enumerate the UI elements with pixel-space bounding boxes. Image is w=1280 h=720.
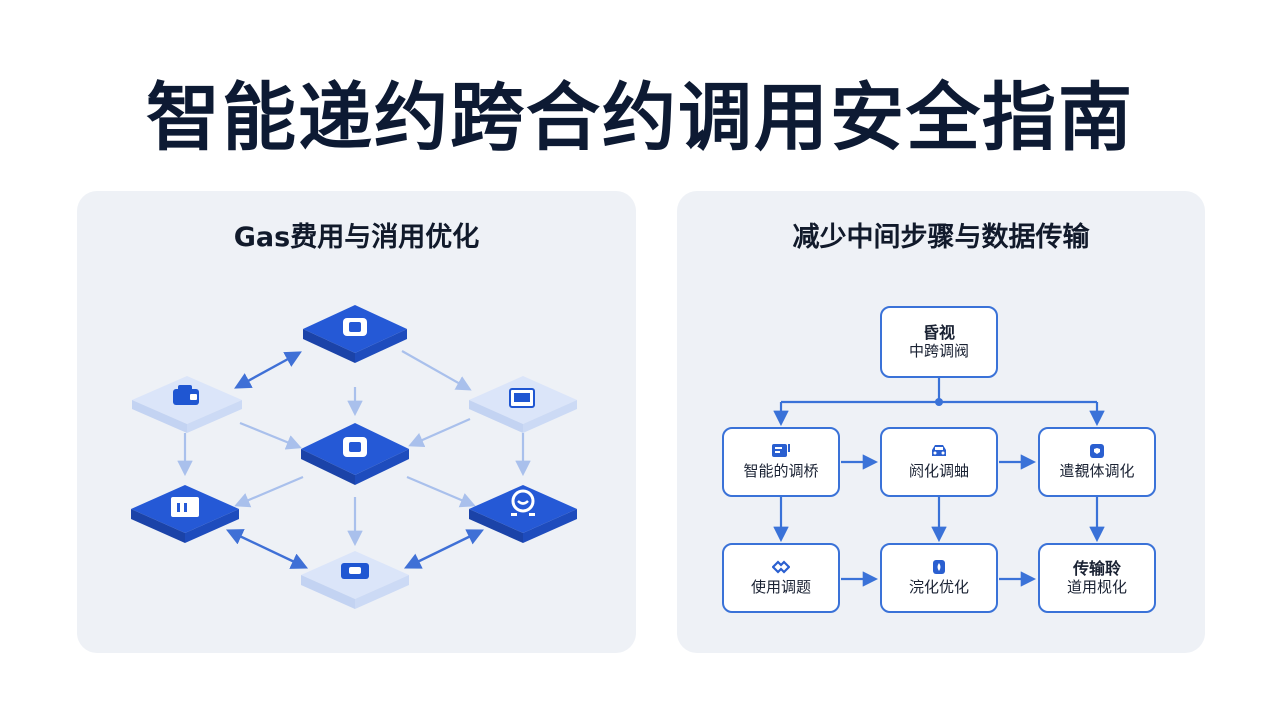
flow-node-row2-3: 传输聆 道用枧化 (1038, 543, 1156, 613)
flow-node-label: 智能的调桥 (743, 461, 819, 480)
wallet-icon (173, 385, 199, 405)
tile-bottom (301, 551, 409, 609)
flow-node-label: 使用调题 (750, 577, 811, 596)
chip-icon (343, 318, 367, 336)
light-connectors (177, 350, 531, 547)
refresh-icon (511, 489, 535, 516)
tile-top (303, 305, 407, 363)
flow-node-top-line2: 中跨调阀 (908, 342, 969, 360)
tile-right (469, 376, 577, 433)
data-transfer-panel: 减少中间步骤与数据传输 昏 (677, 191, 1205, 653)
page-title: 智能递约跨合约调用安全指南 (146, 75, 1134, 161)
right-panel-title: 减少中间步骤与数据传输 (792, 222, 1090, 253)
tile-lower-left (131, 485, 239, 543)
chip-icon (341, 563, 369, 579)
flow-node-label: 遣覩体调化 (1059, 461, 1135, 480)
chip-icon (343, 437, 367, 457)
dark-connectors (225, 351, 485, 569)
flow-node-row2-1: 使用调题 (722, 543, 840, 613)
flow-node-row1-3: 遣覩体调化 (1038, 427, 1156, 497)
flow-node-row2-2: 浣化优化 (880, 543, 998, 613)
flow-node-label: 浣化优化 (908, 577, 969, 596)
flow-node-row2-3-line1: 传输聆 (1072, 559, 1121, 578)
tile-left (132, 376, 242, 433)
gas-optimization-panel: Gas费用与消用优化 (77, 191, 636, 653)
flowchart-connectors (773, 377, 1105, 587)
link-icon (772, 559, 790, 574)
flow-node-label: 阏化调蚰 (908, 461, 969, 480)
flow-node-row1-2: 阏化调蚰 (880, 427, 998, 497)
document-icon (509, 388, 535, 408)
car-icon (932, 444, 946, 456)
drop-icon (933, 559, 945, 574)
flow-node-top: 昏视 中跨调阀 (880, 306, 998, 378)
flow-node-row2-3-line2: 道用枧化 (1066, 578, 1127, 596)
isometric-network-diagram (131, 305, 577, 609)
shield-icon (1090, 443, 1104, 458)
flow-node-top-line1: 昏视 (922, 323, 955, 342)
terminal-icon (772, 443, 790, 457)
id-card-icon (171, 497, 199, 517)
tile-lower-right (469, 485, 577, 543)
tile-center (301, 423, 409, 485)
flow-node-row1-1: 智能的调桥 (722, 427, 840, 497)
left-panel-title: Gas费用与消用优化 (233, 222, 480, 253)
